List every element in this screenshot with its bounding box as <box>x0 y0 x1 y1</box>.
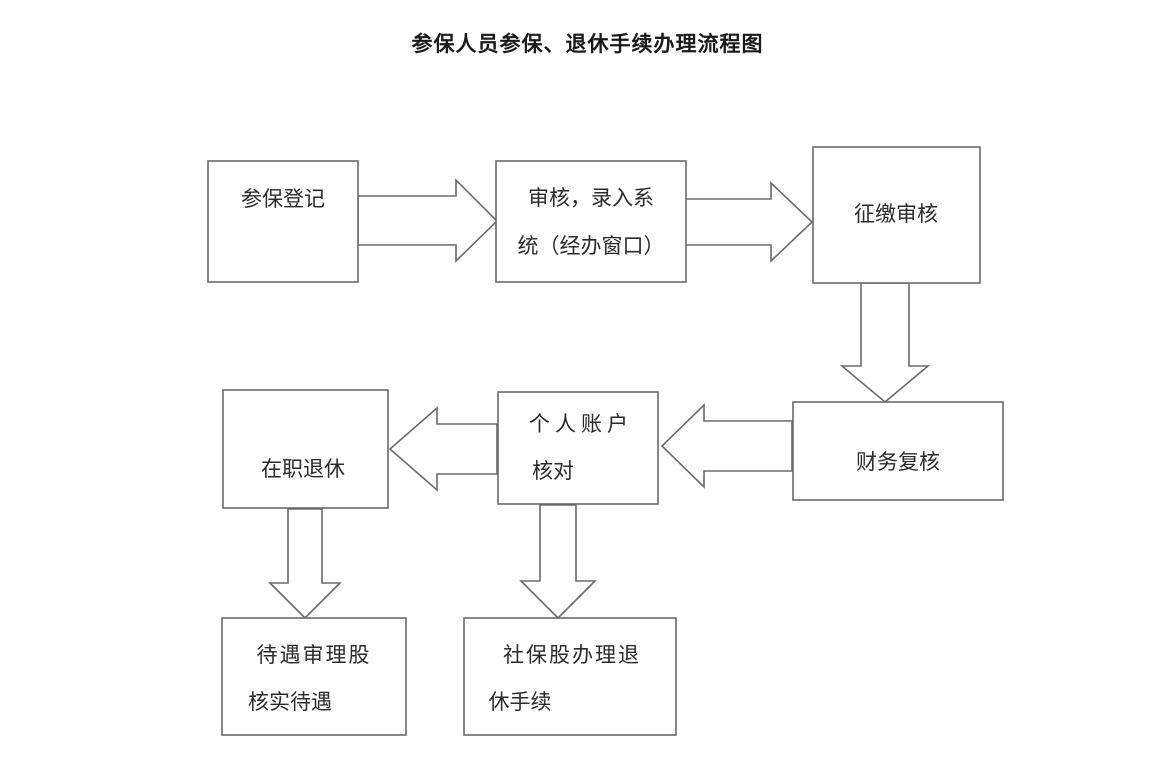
node-finance-recheck[interactable]: 财务复核 <box>792 401 1004 501</box>
node-review-entry-label-line2: 统（经办窗口） <box>518 234 665 258</box>
arrow-registration-to-review-icon <box>357 178 499 263</box>
arrow-personal-account-to-ss-section-icon <box>519 504 597 620</box>
node-collection-audit[interactable]: 征缴审核 <box>812 146 981 284</box>
node-in-service-retire-label: 在职退休 <box>261 457 345 481</box>
node-benefit-section-label-line1: 待遇审理股 <box>257 643 372 667</box>
node-review-entry-label-line1: 审核，录入系 <box>528 186 654 210</box>
node-benefit-section[interactable]: 待遇审理股 核实待遇 <box>221 617 407 736</box>
node-in-service-retire[interactable]: 在职退休 <box>222 389 389 509</box>
node-ss-section-label-line1: 社保股办理退 <box>503 643 641 667</box>
node-collection-audit-label: 征缴审核 <box>854 202 938 226</box>
node-personal-account-label-line1: 个人账户 <box>529 412 633 436</box>
node-ss-section-label-line2: 休手续 <box>489 690 552 714</box>
node-finance-recheck-label: 财务复核 <box>856 450 940 474</box>
node-benefit-section-label-line2: 核实待遇 <box>248 690 332 714</box>
node-review-entry[interactable]: 审核，录入系 统（经办窗口） <box>495 160 687 283</box>
arrow-finance-to-personal-account-icon <box>660 403 793 489</box>
arrow-review-to-collection-audit-icon <box>676 181 814 263</box>
arrow-retire-to-benefit-section-icon <box>268 508 342 620</box>
node-personal-account-label-line2: 核对 <box>532 459 574 483</box>
arrow-personal-account-to-retire-icon <box>388 406 498 492</box>
arrow-collection-audit-to-finance-icon <box>839 282 931 404</box>
node-registration-label: 参保登记 <box>241 187 325 211</box>
page-title: 参保人员参保、退休手续办理流程图 <box>411 32 764 56</box>
node-personal-account[interactable]: 个人账户 核对 <box>497 391 659 505</box>
node-social-security-section[interactable]: 社保股办理退 休手续 <box>463 617 677 736</box>
node-registration[interactable]: 参保登记 <box>207 160 359 283</box>
